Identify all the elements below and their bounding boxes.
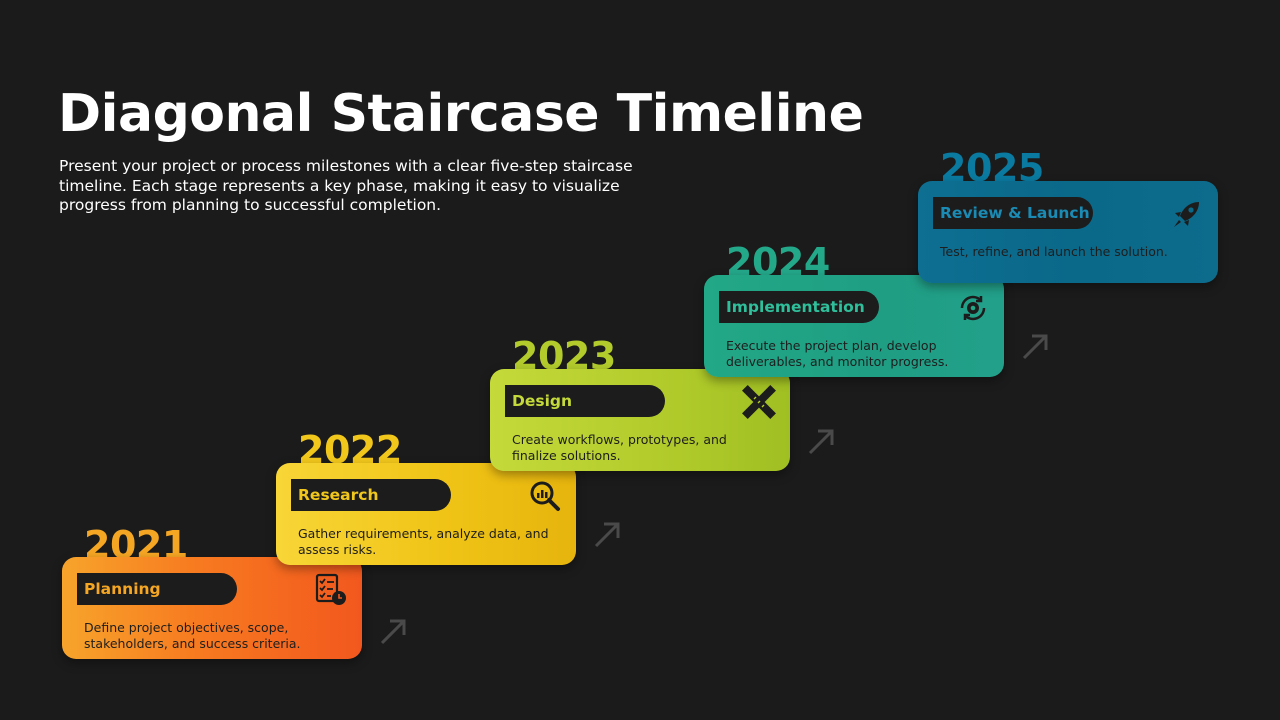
arrow-icon: [592, 518, 624, 550]
checklist-clock-icon: [314, 573, 348, 607]
step-description: Execute the project plan, develop delive…: [726, 338, 949, 369]
arrow-icon: [806, 425, 838, 457]
step-card-implementation: Implementation Execute the project plan,…: [704, 275, 1004, 377]
pencil-ruler-icon: [742, 385, 776, 419]
step-description: Test, refine, and launch the solution.: [940, 244, 1168, 259]
rocket-icon: [1170, 197, 1204, 231]
step-description: Gather requirements, analyze data, and a…: [298, 526, 549, 557]
step-label-pill: Design: [505, 385, 665, 417]
magnifier-chart-icon: [528, 479, 562, 513]
arrow-icon: [1020, 330, 1052, 362]
step-card-design: Design Create workflows, prototypes, and…: [490, 369, 790, 471]
step-description: Define project objectives, scope, stakeh…: [84, 620, 301, 651]
step-label: Implementation: [726, 298, 865, 316]
step-label: Planning: [84, 580, 161, 598]
step-card-research: Research Gather requirements, analyze da…: [276, 463, 576, 565]
step-label: Review & Launch: [940, 204, 1090, 222]
step-label-pill: Review & Launch: [933, 197, 1093, 229]
step-card-planning: Planning Define project objectives, scop…: [62, 557, 362, 659]
page-subtitle: Present your project or process mileston…: [59, 157, 633, 214]
step-label-pill: Research: [291, 479, 451, 511]
step-card-review-launch: Review & Launch Test, refine, and launch…: [918, 181, 1218, 283]
step-label-pill: Planning: [77, 573, 237, 605]
arrow-icon: [378, 615, 410, 647]
page-title: Diagonal Staircase Timeline: [58, 84, 864, 144]
step-label-pill: Implementation: [719, 291, 879, 323]
gear-cycle-icon: [956, 291, 990, 325]
step-label: Design: [512, 392, 573, 410]
step-description: Create workflows, prototypes, and finali…: [512, 432, 727, 463]
step-label: Research: [298, 486, 379, 504]
